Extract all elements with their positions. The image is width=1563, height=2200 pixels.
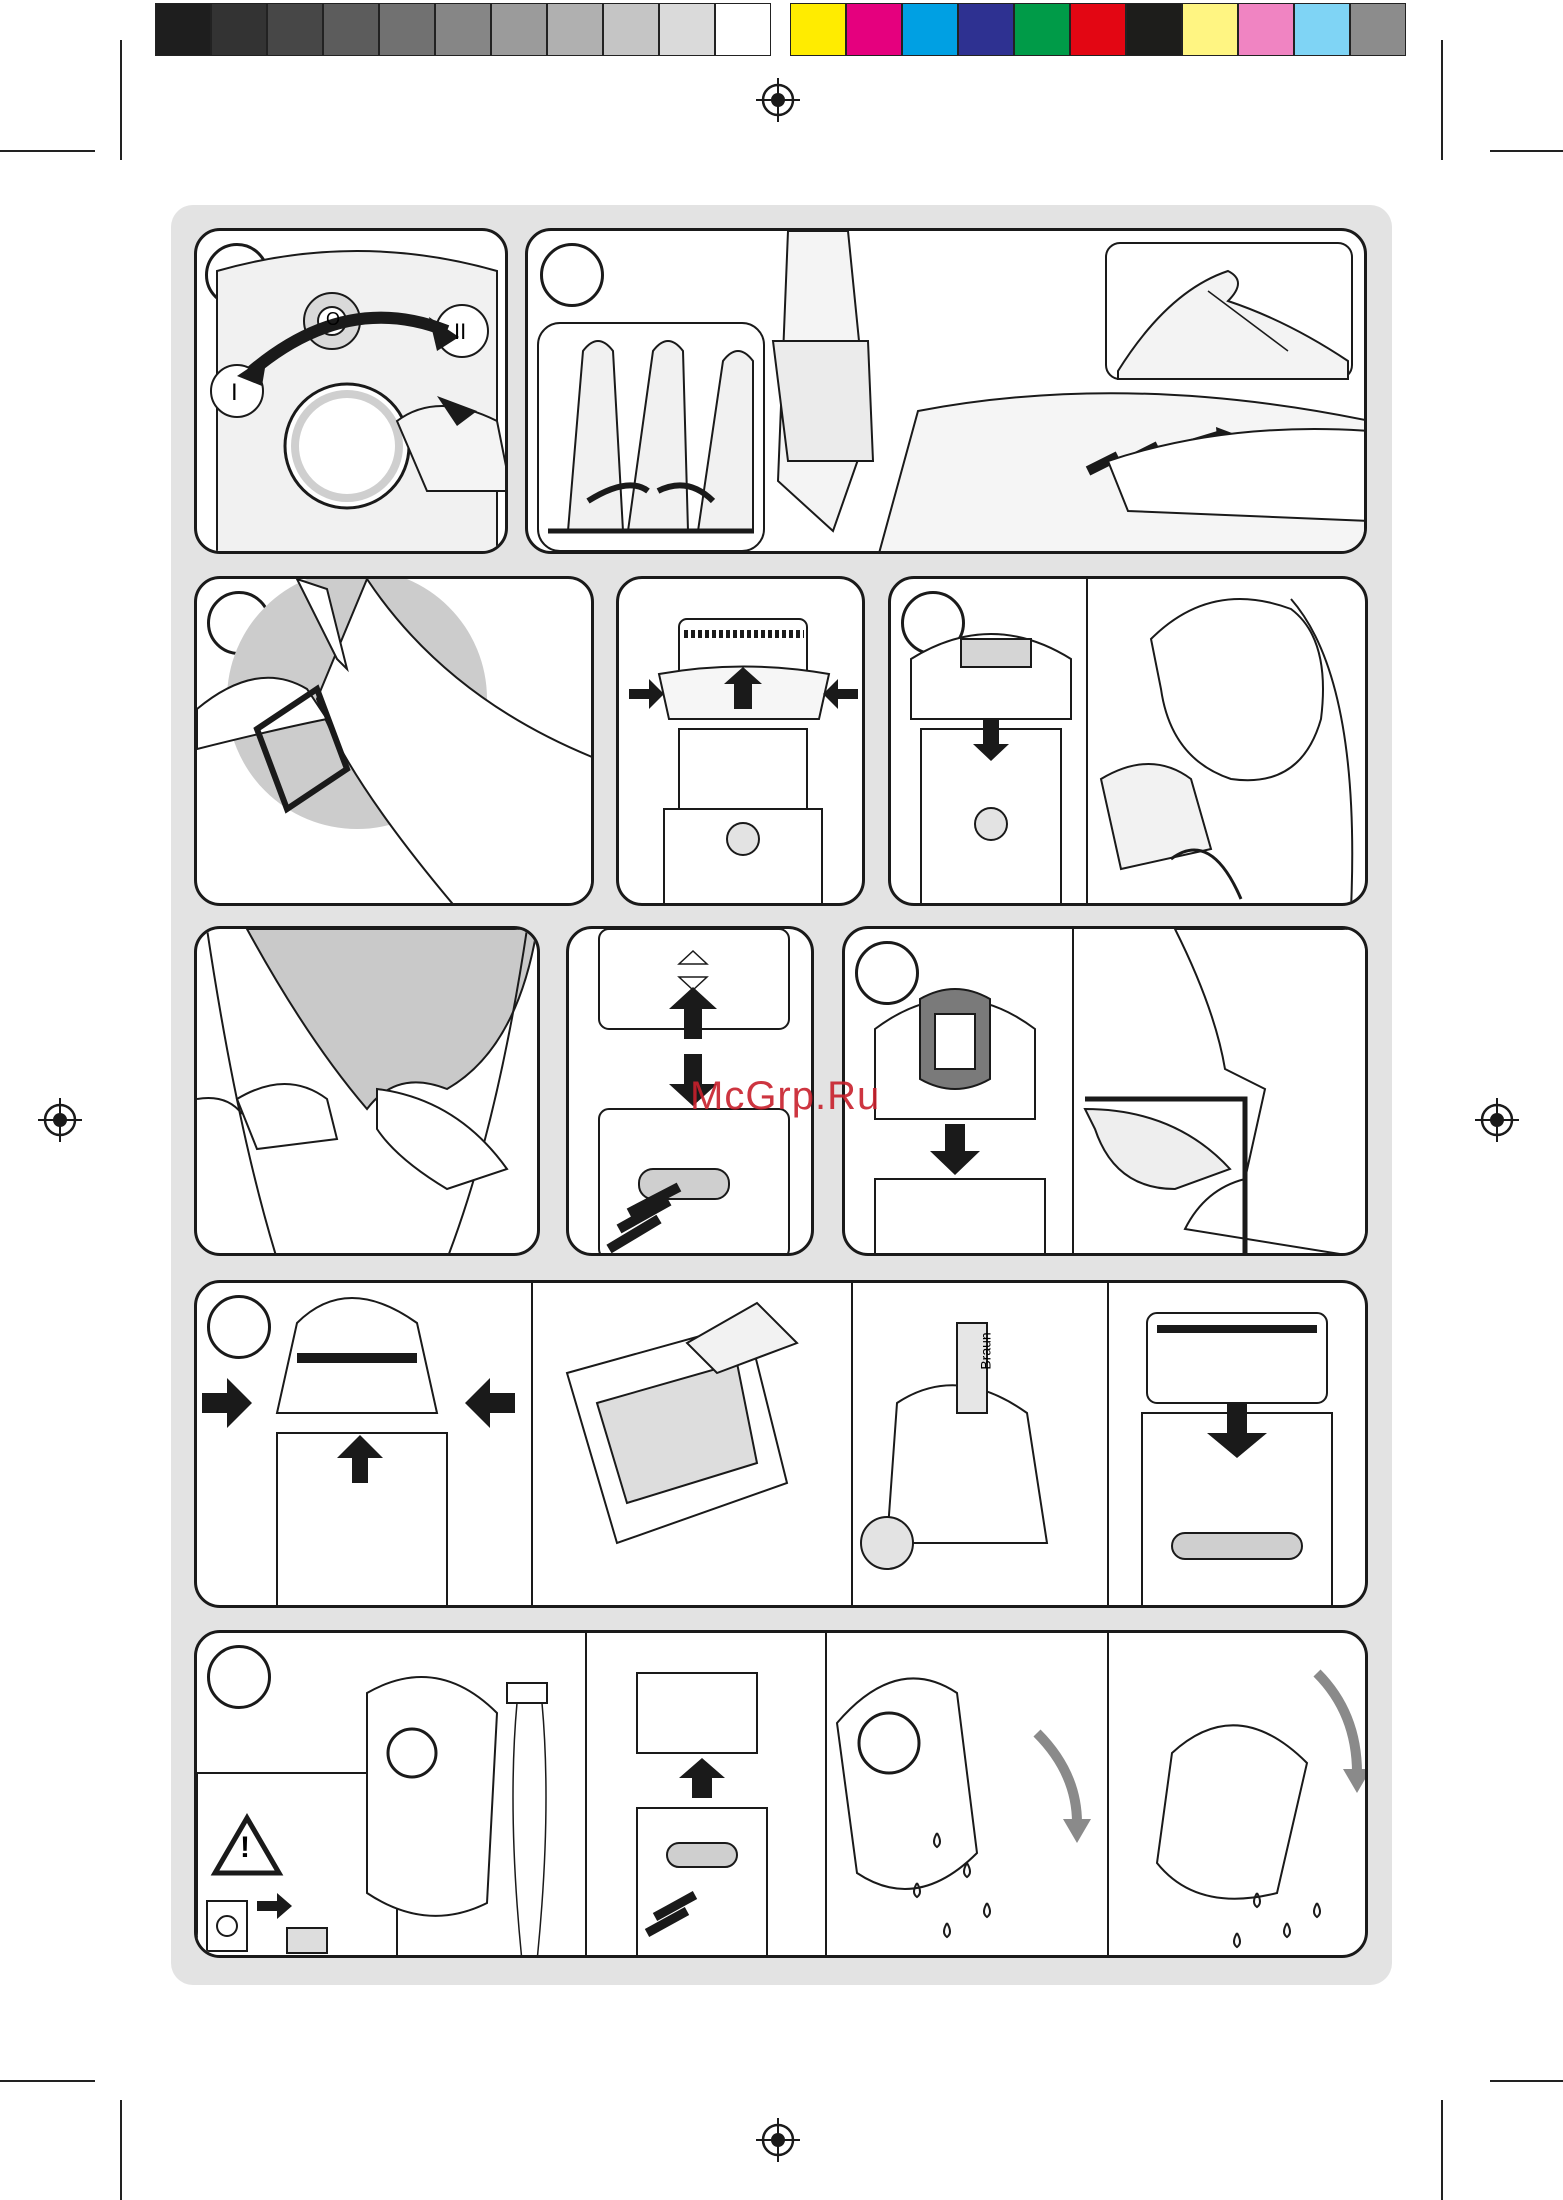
color-swatch: [1350, 3, 1406, 56]
panel-9-cleaning-brush: Braun: [194, 1280, 1368, 1608]
registration-mark-top: [756, 78, 800, 122]
color-swatch: [659, 3, 715, 56]
registration-mark-bottom: [756, 2118, 800, 2162]
panel-10-rinsing: !: [194, 1630, 1368, 1958]
color-swatch: [491, 3, 547, 56]
color-swatch: [435, 3, 491, 56]
color-swatch: [790, 3, 846, 56]
crop-mark-bottom-left-h: [0, 2080, 95, 2082]
color-swatch: [211, 3, 267, 56]
color-swatch: [715, 3, 771, 56]
crop-mark-top-left-h: [0, 150, 95, 152]
color-swatch: [267, 3, 323, 56]
epilating-technique-illustration: [528, 231, 1367, 554]
watermark-text: McGrp.Ru: [690, 1074, 880, 1119]
face-detail-illustration: [845, 929, 1368, 1256]
color-swatch: [1126, 3, 1182, 56]
panel-4-attach-cap: [616, 576, 865, 906]
color-swatch: [1070, 3, 1126, 56]
grayscale-color-bar: [155, 3, 771, 58]
crop-mark-top-right-v: [1441, 40, 1443, 160]
panel-6-bikini: [194, 926, 540, 1256]
epilator-switch-illustration: [197, 231, 508, 554]
color-swatch: [1182, 3, 1238, 56]
color-swatch: [958, 3, 1014, 56]
color-swatch: [1238, 3, 1294, 56]
color-swatch: [379, 3, 435, 56]
switch-label-speed-1: I: [231, 379, 238, 407]
crop-mark-bottom-right-v: [1441, 2100, 1443, 2200]
switch-label-speed-2: II: [454, 319, 466, 345]
crop-mark-bottom-right-h: [1490, 2080, 1563, 2082]
crop-mark-top-left-v: [120, 40, 122, 160]
color-swatch: [603, 3, 659, 56]
panel-1-switch-speed: I O II: [194, 228, 508, 554]
color-swatch: [846, 3, 902, 56]
registration-mark-right: [1475, 1098, 1519, 1142]
warning-triangle-icon: !: [240, 1831, 250, 1865]
color-swatch: [323, 3, 379, 56]
underarm-epilation-illustration: [197, 579, 594, 906]
process-color-bar: [790, 3, 1406, 58]
panel-8-exfoliation: [842, 926, 1368, 1256]
color-swatch: [1014, 3, 1070, 56]
rinsing-illustration: [197, 1633, 1368, 1958]
bikini-line-illustration: [197, 929, 540, 1256]
crop-mark-bottom-left-v: [120, 2100, 122, 2200]
color-swatch: [155, 3, 211, 56]
color-swatch: [1294, 3, 1350, 56]
brush-brand-label: Braun: [978, 1332, 994, 1369]
switch-label-off: O: [326, 309, 340, 330]
crop-mark-top-right-h: [1490, 150, 1563, 152]
cleaning-illustration: [197, 1283, 1368, 1608]
panel-5-face-cap: [888, 576, 1368, 906]
panel-2-epilating-direction: [525, 228, 1367, 554]
color-swatch: [902, 3, 958, 56]
color-swatch: [547, 3, 603, 56]
panel-3-underarm: [194, 576, 594, 906]
facial-cap-illustration: [891, 579, 1368, 906]
registration-mark-left: [38, 1098, 82, 1142]
attach-cap-illustration: [619, 579, 865, 906]
